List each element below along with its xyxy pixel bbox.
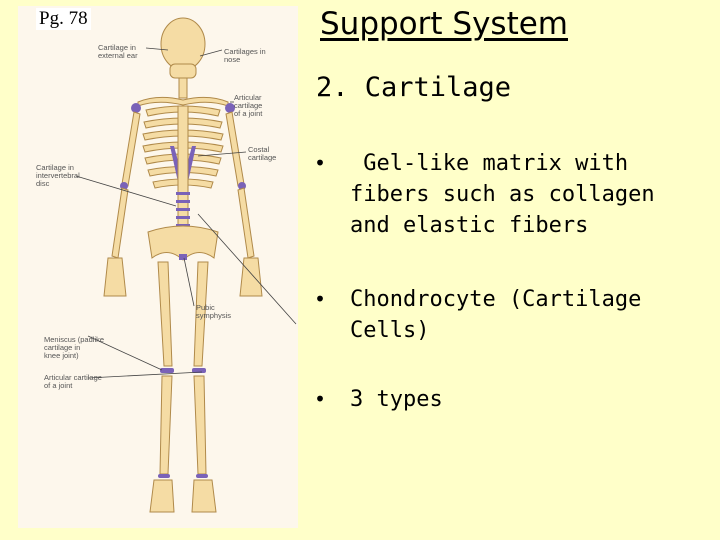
slide-title: Support System — [320, 6, 568, 42]
label-articular-cartilage-top: Articular cartilage of a joint — [234, 93, 263, 118]
label-cartilage-nose: Cartilages in nose — [224, 47, 266, 64]
label-meniscus: Meniscus (padlike cartilage in knee join… — [44, 335, 105, 360]
bullet-item-types: • 3 types — [314, 384, 704, 418]
bullet-text: Gel-like matrix with fibers such as coll… — [350, 151, 655, 238]
label-costal-cartilage: Costal cartilage — [248, 145, 277, 162]
bullet-text: 3 types — [350, 387, 443, 412]
bullet-marker: • — [314, 387, 327, 411]
skeleton-figure: Cartilage in external ear Cartilages in … — [18, 6, 298, 528]
label-cartilage-ear: Cartilage in external ear — [98, 43, 138, 60]
label-articular-cartilage-bottom: Articular cartilage of a joint — [44, 373, 102, 390]
bullet-item-matrix: • Gel-like matrix with fibers such as co… — [314, 148, 704, 248]
bullet-marker: • — [314, 287, 327, 311]
skeleton-illustration — [75, 17, 297, 513]
label-intervertebral-disc: Cartilage in intervertebral disc — [36, 163, 80, 188]
page-reference: Pg. 78 — [36, 8, 91, 30]
label-pubic-symphysis: Pubic symphysis — [196, 303, 232, 320]
section-heading: 2. Cartilage — [316, 72, 512, 103]
bullet-marker: • — [314, 151, 327, 175]
bullet-text: Chondrocyte (Cartilage Cells) — [350, 287, 642, 343]
bullet-item-chondrocyte: • Chondrocyte (Cartilage Cells) — [314, 284, 704, 350]
